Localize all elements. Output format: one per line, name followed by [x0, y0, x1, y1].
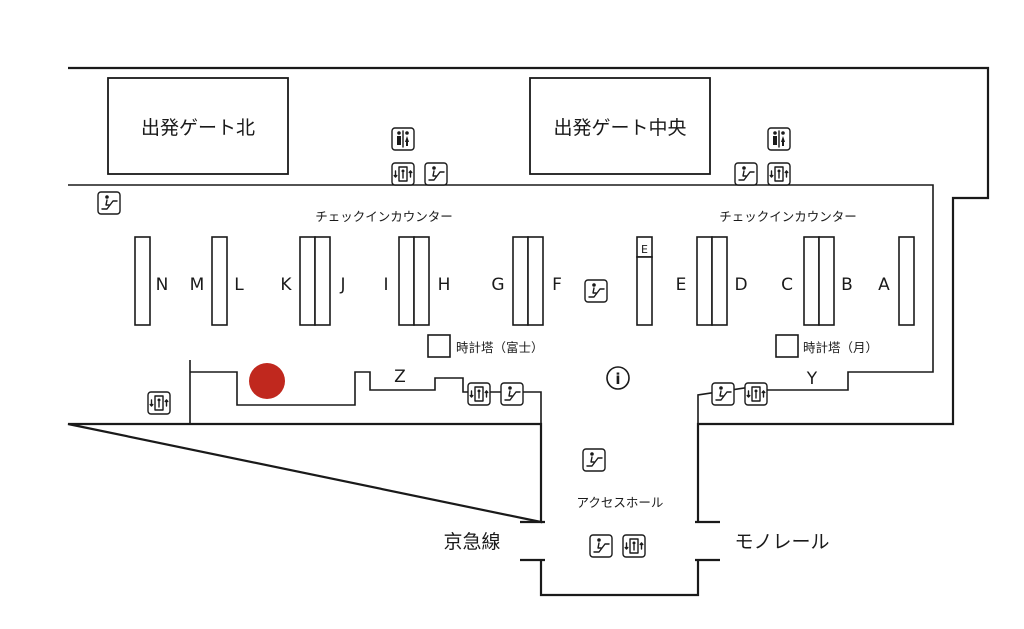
- counter-label-k: K: [280, 275, 292, 295]
- gate-central-box: [529, 77, 711, 175]
- lower-left-partition: [189, 360, 542, 424]
- clock-tower-fuji-label: 時計塔（富士）: [456, 340, 544, 355]
- current-location-marker: [249, 363, 285, 399]
- counter-bar-h: [413, 236, 430, 326]
- checkin-left-title: チェックインカウンター: [315, 209, 453, 224]
- escalator-icon[interactable]: [734, 162, 758, 186]
- counter-label-l: L: [234, 275, 244, 295]
- elevator-icon[interactable]: [391, 162, 415, 186]
- escalator-icon[interactable]: [97, 191, 121, 215]
- counter-label-g: G: [491, 275, 504, 295]
- counter-bar-g: [512, 236, 529, 326]
- counter-bar-n: [134, 236, 151, 326]
- gate-north-box: [107, 77, 289, 175]
- gate-north-label: 出発ゲート北: [141, 117, 255, 139]
- monorail-line-label: モノレール: [734, 531, 829, 553]
- escalator-icon[interactable]: [424, 162, 448, 186]
- counter-label-n: N: [156, 275, 169, 295]
- counter-label-e-small: E: [641, 243, 648, 256]
- information-label: i: [615, 370, 620, 388]
- clock-tower-fuji-box: [427, 334, 451, 358]
- counter-label-h: H: [438, 275, 451, 295]
- counter-bar-k: [299, 236, 316, 326]
- toilet-icon[interactable]: [767, 127, 791, 151]
- counter-bar-d: [711, 236, 728, 326]
- counter-label-m: M: [190, 275, 205, 295]
- information-icon[interactable]: i: [606, 366, 630, 390]
- keikyu-line-label: 京急線: [443, 531, 500, 553]
- escalator-icon[interactable]: [589, 534, 613, 558]
- escalator-icon[interactable]: [711, 382, 735, 406]
- monorail-platform-mark: [695, 520, 720, 562]
- counter-bar-l: [211, 236, 228, 326]
- counter-label-e: E: [676, 275, 687, 295]
- counter-bar-c: [803, 236, 820, 326]
- counter-label-c: C: [781, 275, 793, 295]
- clock-tower-moon-box: [775, 334, 799, 358]
- counter-bar-f: [527, 236, 544, 326]
- elevator-icon[interactable]: [622, 534, 646, 558]
- counter-label-j: J: [339, 275, 345, 295]
- elevator-icon[interactable]: [147, 391, 171, 415]
- access-hall-label: アクセスホール: [577, 495, 664, 510]
- counter-bar-e2: [696, 236, 713, 326]
- toilet-icon[interactable]: [391, 127, 415, 151]
- elevator-icon[interactable]: [467, 382, 491, 406]
- escalator-icon[interactable]: [500, 382, 524, 406]
- counter-bar-b: [818, 236, 835, 326]
- counter-label-d: D: [734, 275, 747, 295]
- checkin-right-title: チェックインカウンター: [719, 209, 857, 224]
- gate-central-label: 出発ゲート中央: [553, 117, 686, 139]
- counter-label-a: A: [878, 275, 890, 295]
- counter-label-i: I: [383, 275, 388, 295]
- counter-bar-j: [314, 236, 331, 326]
- escalator-icon[interactable]: [584, 279, 608, 303]
- counter-bar-a: [898, 236, 915, 326]
- escalator-icon[interactable]: [582, 448, 606, 472]
- clock-tower-moon-label: 時計塔（月）: [803, 340, 878, 355]
- counter-label-f: F: [552, 275, 562, 295]
- counter-bar-e: [636, 256, 653, 326]
- counter-label-b: B: [841, 275, 853, 295]
- counter-bar-i: [398, 236, 415, 326]
- elevator-icon[interactable]: [767, 162, 791, 186]
- counter-label-y: Y: [806, 369, 818, 389]
- elevator-icon[interactable]: [744, 382, 768, 406]
- keikyu-platform-mark: [520, 520, 545, 562]
- counter-label-z: Z: [394, 367, 406, 387]
